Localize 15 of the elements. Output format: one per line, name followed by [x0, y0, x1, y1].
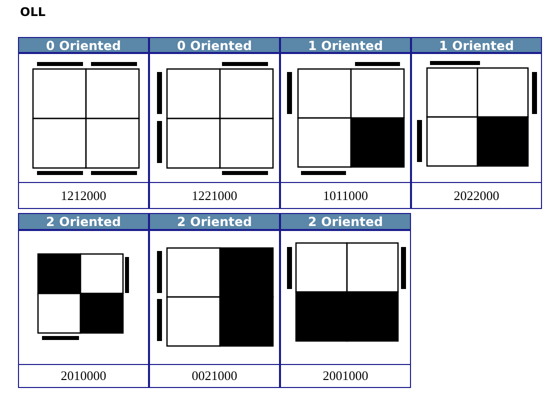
table-cell: 2001000 [280, 364, 411, 388]
column-header: 2 Oriented [18, 213, 149, 230]
table-cell: 2022000 [411, 182, 542, 209]
title: OLL [20, 5, 46, 19]
column-header: 1 Oriented [411, 37, 542, 53]
column-header: 2 Oriented [149, 213, 280, 230]
column-header: 0 Oriented [18, 37, 149, 53]
column-header: 1 Oriented [280, 37, 411, 53]
table-cell: 1011000 [280, 182, 411, 209]
column-header: 0 Oriented [149, 37, 280, 53]
table-cell: 1221000 [149, 182, 280, 209]
table-cell: 0021000 [149, 364, 280, 388]
table-cell: 1212000 [18, 182, 149, 209]
column-header: 2 Oriented [280, 213, 411, 230]
table-cell: 2010000 [18, 364, 149, 388]
